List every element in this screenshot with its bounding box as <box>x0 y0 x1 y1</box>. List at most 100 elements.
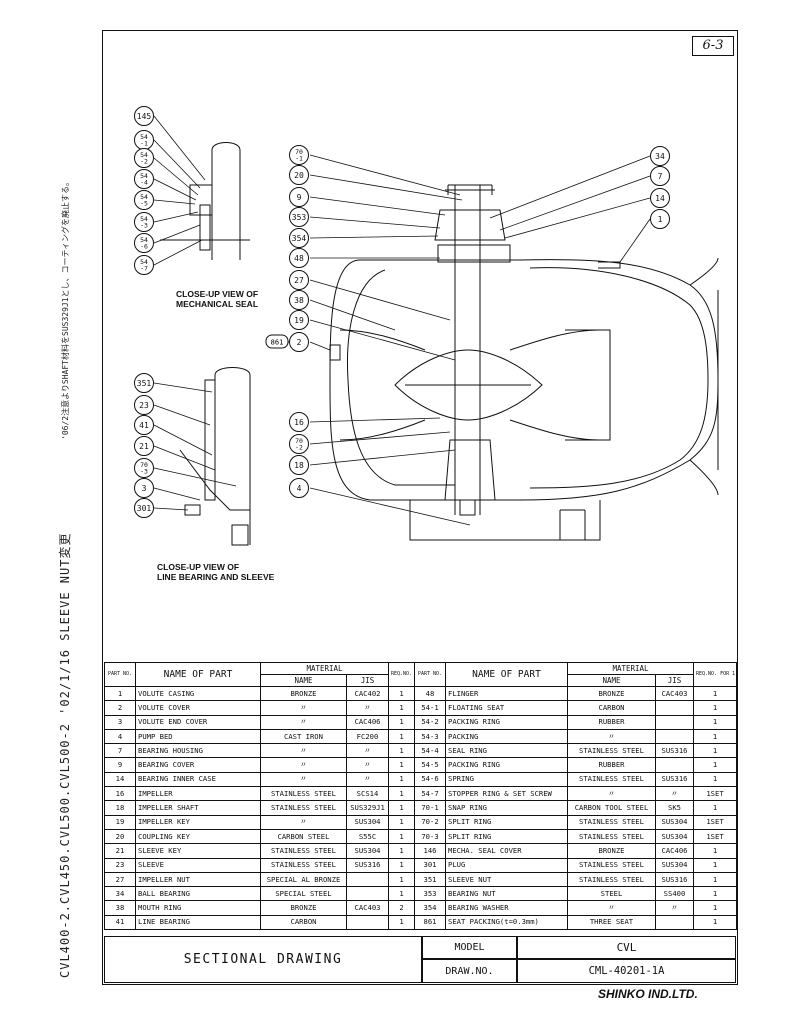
balloon-callout: 354 <box>289 228 309 248</box>
balloon-callout: 1 <box>650 209 670 229</box>
model-label: MODEL <box>422 936 517 959</box>
table-cell-no2: 54-3 <box>414 728 446 745</box>
table-cell-mat2: BRONZE <box>567 685 656 702</box>
table-cell-qty2: 1 <box>693 914 737 931</box>
table-cell-mat: CAST IRON <box>260 728 347 745</box>
table-cell-no2: 353 <box>414 886 446 902</box>
table-cell-name2: PACKING RING <box>445 714 568 730</box>
table-cell-jis2: SUS304 <box>655 814 694 830</box>
table-cell-no2: 146 <box>414 843 446 859</box>
table-cell-qty2: 1 <box>693 728 737 745</box>
balloon-label: 34 <box>655 152 665 161</box>
table-cell-jis: CAC402 <box>346 685 389 702</box>
caption-line: MECHANICAL SEAL <box>176 299 259 309</box>
table-cell-mat2: STAINLESS STEEL <box>567 771 656 788</box>
balloon-callout: 14 <box>650 188 670 208</box>
caption-line: LINE BEARING AND SLEEVE <box>157 572 275 582</box>
header-name-of-part: NAME OF PART <box>135 662 261 687</box>
table-cell-mat2: STAINLESS STEEL <box>567 828 656 845</box>
table-cell-name: IMPELLER <box>135 786 261 802</box>
table-cell-mat: STAINLESS STEEL <box>260 800 347 816</box>
table-cell-jis2: SUS316 <box>655 743 694 759</box>
balloon-label: 1 <box>658 215 663 224</box>
balloon-callout: 23 <box>134 395 154 415</box>
balloon-callout: 34 <box>650 146 670 166</box>
balloon-callout: 21 <box>134 436 154 456</box>
balloon-callout: 70-1 <box>289 145 309 165</box>
table-cell-mat2: THREE SEAT <box>567 914 656 931</box>
table-cell-no: 23 <box>104 857 136 873</box>
table-cell-no2: 54-7 <box>414 786 446 802</box>
draw-no-label: DRAW.NO. <box>422 959 517 983</box>
table-cell-no: 41 <box>104 914 136 931</box>
table-cell-qty2: 1SET <box>693 828 737 845</box>
table-cell-jis: S55C <box>346 828 389 845</box>
drawing-sheet-border <box>102 30 738 985</box>
balloon-callout: 145 <box>134 106 154 126</box>
table-cell-no: 2 <box>104 700 136 716</box>
balloon-callout: 70-2 <box>289 434 309 454</box>
balloon-label: 54-6 <box>140 236 148 251</box>
table-cell-no: 16 <box>104 786 136 802</box>
table-cell-no2: 70-1 <box>414 800 446 816</box>
balloon-callout: 54-2 <box>134 148 154 168</box>
table-cell-mat: 〃 <box>260 743 347 759</box>
table-cell-no: 1 <box>104 685 136 702</box>
balloon-callout: 54-6 <box>134 233 154 253</box>
table-cell-no2: 54-4 <box>414 743 446 759</box>
table-cell-mat2: RUBBER <box>567 757 656 773</box>
balloon-callout: 301 <box>134 498 154 518</box>
table-cell-jis: CAC406 <box>346 714 389 730</box>
table-cell-qty2: 1 <box>693 800 737 816</box>
table-cell-name2: SEAT PACKING(t=0.3mm) <box>445 914 568 931</box>
balloon-label: 54-5 <box>140 193 148 208</box>
balloon-callout: 70-3 <box>134 458 154 478</box>
table-cell-no: 20 <box>104 828 136 845</box>
header-jis: JIS <box>346 674 389 687</box>
header-req-no: REQ.NO. FOR 1 PUMP <box>388 662 415 687</box>
table-cell-qty: 1 <box>388 914 415 931</box>
table-cell-mat: CARBON STEEL <box>260 828 347 845</box>
balloon-callouts: 14554-154-254-454-554-354-654-770-120935… <box>134 106 670 518</box>
leader-lines <box>153 115 651 526</box>
balloon-label: 301 <box>137 504 152 513</box>
table-cell-qty: 1 <box>388 786 415 802</box>
balloon-label: 2 <box>297 338 302 347</box>
balloon-callout: 54-5 <box>134 190 154 210</box>
table-cell-jis: SUS329J1 <box>346 800 389 816</box>
balloon-callout: 48 <box>289 248 309 268</box>
balloon-label: 7 <box>658 172 663 181</box>
table-cell-name2: BEARING NUT <box>445 886 568 902</box>
table-cell-jis2: CAC403 <box>655 685 694 702</box>
table-cell-jis: 〃 <box>346 757 389 773</box>
balloon-label: 9 <box>297 193 302 202</box>
table-cell-qty: 1 <box>388 828 415 845</box>
table-cell-qty2: 1 <box>693 886 737 902</box>
header-material-name: NAME <box>260 674 347 687</box>
table-cell-name: IMPELLER SHAFT <box>135 800 261 816</box>
balloon-label: 70-1 <box>295 148 303 163</box>
table-cell-name2: SLEEVE NUT <box>445 871 568 888</box>
balloon-callout: 16 <box>289 412 309 432</box>
table-cell-name: BEARING HOUSING <box>135 743 261 759</box>
table-cell-jis: 〃 <box>346 771 389 788</box>
table-cell-name2: PACKING <box>445 728 568 745</box>
table-cell-jis2: 〃 <box>655 900 694 916</box>
balloon-callout: 18 <box>289 455 309 475</box>
balloon-callout: 2 <box>289 332 309 352</box>
table-cell-qty2: 1 <box>693 843 737 859</box>
table-cell-name: VOLUTE END COVER <box>135 714 261 730</box>
table-cell-jis2 <box>655 728 694 745</box>
table-cell-qty2: 1 <box>693 857 737 873</box>
table-cell-no: 19 <box>104 814 136 830</box>
table-cell-qty: 1 <box>388 685 415 702</box>
balloon-callout: 19 <box>289 310 309 330</box>
table-cell-qty2: 1 <box>693 700 737 716</box>
